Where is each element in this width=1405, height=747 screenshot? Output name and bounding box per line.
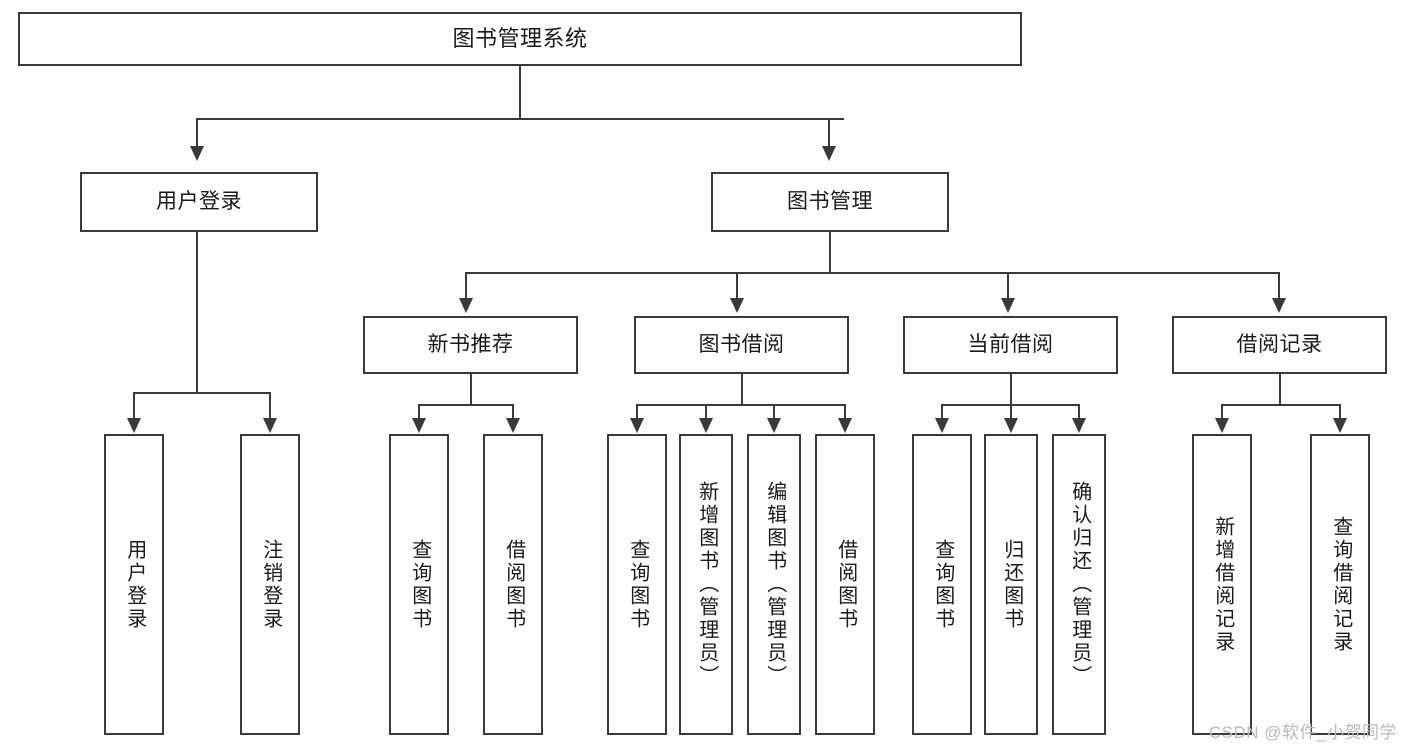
leaf-borrow-book[interactable]: 借阅图书 [815, 434, 875, 735]
leaf-label: 用户登录 [123, 538, 146, 631]
connector-bm-to-lvl2-0 [465, 272, 467, 298]
arrowhead-lvl2-0 [459, 298, 473, 313]
connector-root-stem [519, 66, 521, 118]
connector-br-bar [1221, 404, 1340, 406]
node-user-login[interactable]: 用户登录 [80, 172, 318, 232]
leaf-return-book[interactable]: 归还图书 [984, 434, 1038, 735]
connector-nbr-child-0 [418, 404, 420, 418]
leaf-label: 注销登录 [259, 538, 282, 631]
connector-cb-stem [1010, 374, 1012, 404]
node-new-book-recommend[interactable]: 新书推荐 [363, 316, 578, 374]
arrowhead-lvl2-3 [1272, 298, 1286, 313]
connector-user-login-child-1 [269, 392, 271, 418]
leaf-label: 查询图书 [626, 538, 649, 631]
leaf-add-borrow-record[interactable]: 新增借阅记录 [1192, 434, 1252, 735]
node-root[interactable]: 图书管理系统 [18, 12, 1022, 66]
connector-bm-to-lvl2-2 [1007, 272, 1009, 298]
connector-bb-child-0 [636, 404, 638, 418]
leaf-label: 归还图书 [1000, 538, 1023, 631]
leaf-query-borrow-record[interactable]: 查询借阅记录 [1310, 434, 1370, 735]
arrowhead-lvl2-2 [1001, 298, 1015, 313]
leaf-label: 借阅图书 [834, 538, 857, 631]
leaf-label: 确认归还（管理员） [1068, 481, 1091, 688]
arrowhead-leaf-1 [263, 418, 277, 433]
connector-root-to-lvl1-1 [828, 118, 830, 146]
node-new-book-recommend-label: 新书推荐 [427, 333, 514, 357]
leaf-label: 新增图书（管理员） [695, 481, 718, 688]
leaf-confirm-return-admin[interactable]: 确认归还（管理员） [1052, 434, 1106, 735]
leaf-query-book-recommend[interactable]: 查询图书 [389, 434, 449, 735]
leaf-add-book-admin[interactable]: 新增图书（管理员） [679, 434, 733, 735]
leaf-label: 查询图书 [931, 538, 954, 631]
arrowhead-lvl1-1 [822, 146, 836, 161]
connector-user-login-bar [133, 392, 269, 394]
leaf-edit-book-admin[interactable]: 编辑图书（管理员） [747, 434, 801, 735]
leaf-logout[interactable]: 注销登录 [240, 434, 300, 735]
leaf-query-book-borrow[interactable]: 查询图书 [607, 434, 667, 735]
leaf-label: 查询借阅记录 [1329, 515, 1352, 654]
node-borrow-record-label: 借阅记录 [1236, 333, 1323, 357]
leaf-user-login[interactable]: 用户登录 [104, 434, 164, 735]
watermark-text: CSDN @软件_小贺同学 [1208, 723, 1397, 742]
node-book-management-label: 图书管理 [787, 190, 873, 214]
node-root-label: 图书管理系统 [452, 25, 588, 51]
connector-nbr-child-1 [512, 404, 514, 418]
connector-nbr-bar [418, 404, 513, 406]
arrowhead-lvl2-1 [730, 298, 744, 313]
arrowhead-leaf-7 [838, 418, 852, 433]
connector-bb-bar [636, 404, 846, 406]
connector-br-child-1 [1339, 404, 1341, 418]
connector-user-login-stem [196, 232, 198, 392]
arrowhead-leaf-12 [1333, 418, 1347, 433]
connector-cb-child-1 [1010, 404, 1012, 418]
leaf-borrow-book-recommend[interactable]: 借阅图书 [483, 434, 543, 735]
node-book-borrow[interactable]: 图书借阅 [634, 316, 849, 374]
arrowhead-leaf-5 [699, 418, 713, 433]
arrowhead-leaf-3 [506, 418, 520, 433]
node-borrow-record[interactable]: 借阅记录 [1172, 316, 1387, 374]
connector-bm-to-lvl2-3 [1278, 272, 1280, 298]
arrowhead-leaf-2 [412, 418, 426, 433]
connector-nbr-stem [470, 374, 472, 404]
connector-cb-child-0 [941, 404, 943, 418]
connector-bb-stem [741, 374, 743, 404]
connector-bm-to-lvl2-1 [736, 272, 738, 298]
connector-user-login-child-0 [133, 392, 135, 418]
node-book-management[interactable]: 图书管理 [711, 172, 949, 232]
node-book-borrow-label: 图书借阅 [698, 333, 785, 357]
node-current-borrow[interactable]: 当前借阅 [903, 316, 1118, 374]
connector-br-child-0 [1221, 404, 1223, 418]
leaf-label: 新增借阅记录 [1211, 515, 1234, 654]
connector-bb-child-3 [844, 404, 846, 418]
arrowhead-leaf-9 [1004, 418, 1018, 433]
leaf-label: 借阅图书 [502, 538, 525, 631]
connector-root-to-lvl1-0 [196, 118, 198, 146]
node-user-login-label: 用户登录 [156, 190, 242, 214]
leaf-query-book-current[interactable]: 查询图书 [912, 434, 972, 735]
arrowhead-leaf-8 [935, 418, 949, 433]
connector-book-management-stem [829, 232, 831, 272]
connector-cb-child-2 [1078, 404, 1080, 418]
connector-root-bar [196, 118, 844, 120]
leaf-label: 查询图书 [408, 538, 431, 631]
arrowhead-leaf-11 [1215, 418, 1229, 433]
arrowhead-leaf-4 [630, 418, 644, 433]
arrowhead-lvl1-0 [190, 146, 204, 161]
arrowhead-leaf-0 [127, 418, 141, 433]
arrowhead-leaf-6 [767, 418, 781, 433]
connector-br-stem [1279, 374, 1281, 404]
connector-bb-child-2 [773, 404, 775, 418]
arrowhead-leaf-10 [1072, 418, 1086, 433]
node-current-borrow-label: 当前借阅 [967, 333, 1054, 357]
leaf-label: 编辑图书（管理员） [763, 481, 786, 688]
connector-bb-child-1 [705, 404, 707, 418]
connector-book-management-bar [465, 272, 1279, 274]
